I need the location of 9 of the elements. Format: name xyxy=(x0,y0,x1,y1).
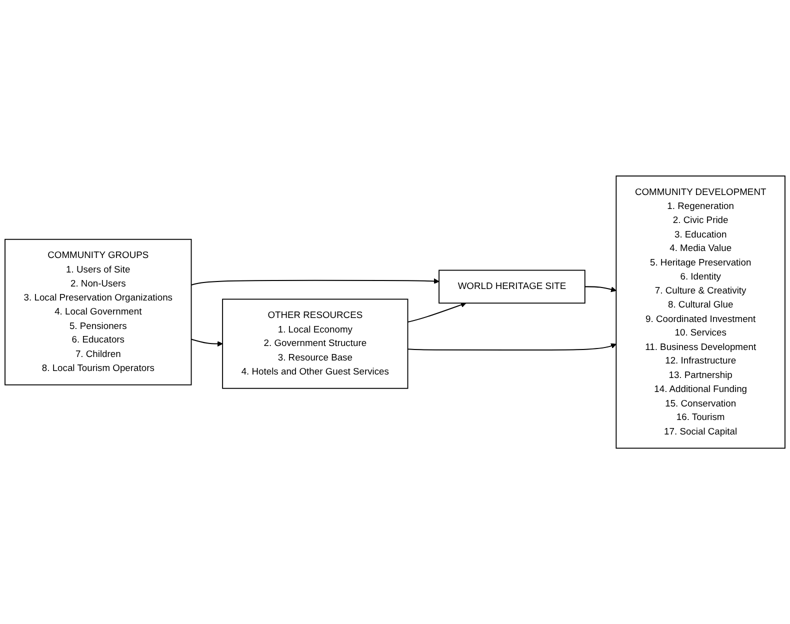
node-box: COMMUNITY DEVELOPMENT 1. Regeneration 2. Civic Pride 3. Education 4. Media Value 5. Heritage Preservation 6. Identity 7. Culture & Creativity 8. Cultural Glue 9. Coordinated Investment 10. Services 11. Business Development 12. Infrastructure 13. Partnership 14. Additional Funding 15. Conservation 16. Tourism 17. Social Capital xyxy=(616,175,786,449)
arrow xyxy=(584,286,616,292)
node-box: COMMUNITY GROUPS 1. Users of Site 2. Non-Users 3. Local Preservation Organizations 4. Local Government 5. Pensioners 6. Educators 7. Children 8. Local Tourism Operators xyxy=(4,238,192,386)
arrow xyxy=(190,338,223,346)
arrow xyxy=(407,302,466,322)
node-box: OTHER RESOURCES 1. Local Economy 2. Government Structure 3. Resource Base 4. Hotels and Other Guest Services xyxy=(222,298,408,389)
node-box: WORLD HERITAGE SITE xyxy=(438,270,586,304)
arrow xyxy=(190,278,440,286)
arrow xyxy=(407,343,616,350)
